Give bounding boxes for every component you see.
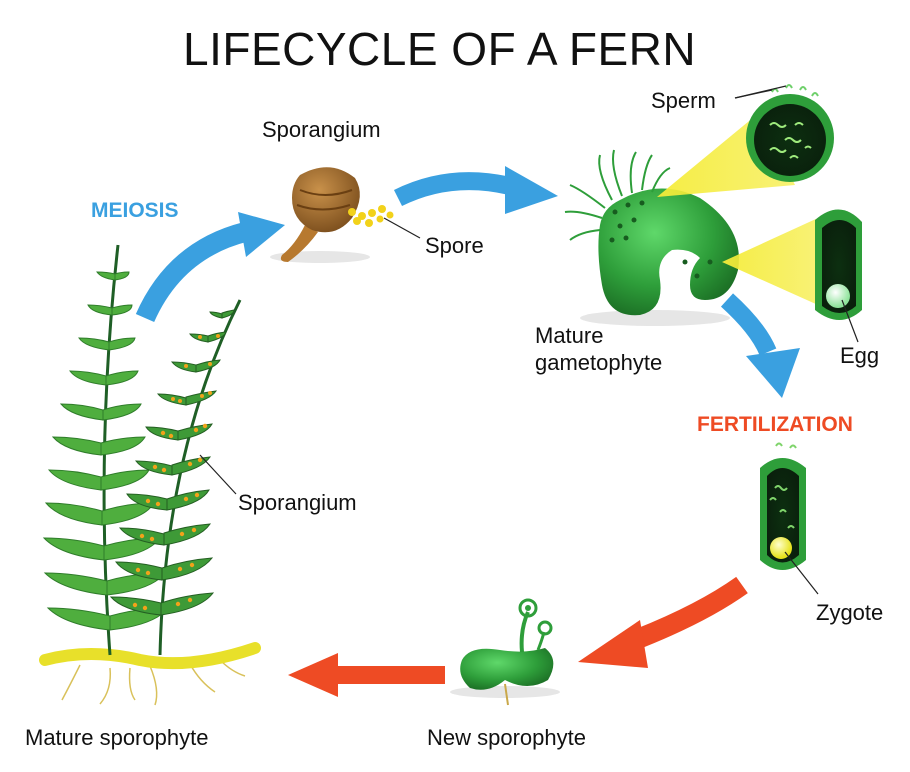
- antheridium-illustration: [746, 84, 834, 182]
- arrow-fertilization-to-new-sporophyte: [578, 576, 748, 668]
- spore-dots: [348, 205, 394, 227]
- new-sporophyte-illustration: [450, 598, 560, 706]
- mature-gametophyte-label-line2: gametophyte: [535, 350, 663, 375]
- fertilization-stage-label: FERTILIZATION: [697, 413, 853, 436]
- spore-label: Spore: [425, 233, 484, 258]
- sperm-leader-line-2: [734, 85, 787, 99]
- sporangium-frond-leader-line: [199, 454, 237, 495]
- mature-sporophyte-illustration: [39, 244, 261, 706]
- zygote-archegonium-illustration: [760, 442, 806, 570]
- arrow-new-sporophyte-to-mature: [288, 653, 445, 697]
- meiosis-stage-label: MEIOSIS: [91, 199, 179, 222]
- zygote-leader-line: [784, 551, 819, 595]
- egg-leader-line: [841, 299, 859, 343]
- leader-lines: [199, 85, 859, 595]
- new-sporophyte-label: New sporophyte: [427, 725, 586, 750]
- sporangium-top-label: Sporangium: [262, 117, 381, 142]
- diagram-title: LIFECYCLE OF A FERN: [183, 23, 697, 75]
- arrow-meiosis: [135, 212, 285, 323]
- mature-gametophyte-illustration: [564, 149, 739, 326]
- zygote-label: Zygote: [816, 600, 884, 625]
- arrow-spore-to-gametophyte: [393, 166, 558, 214]
- archegonium-illustration: [815, 209, 862, 320]
- sporangium-top-illustration: [270, 167, 394, 263]
- mature-gametophyte-label-line1: Mature: [535, 323, 604, 348]
- egg-label: Egg: [840, 343, 880, 368]
- egg-zoom-beam: [722, 218, 818, 305]
- spore-leader-line: [383, 217, 421, 239]
- mature-sporophyte-label: Mature sporophyte: [25, 725, 209, 750]
- arrow-to-fertilization: [720, 293, 800, 398]
- sperm-label: Sperm: [651, 88, 716, 113]
- sporangium-frond-label: Sporangium: [238, 490, 357, 515]
